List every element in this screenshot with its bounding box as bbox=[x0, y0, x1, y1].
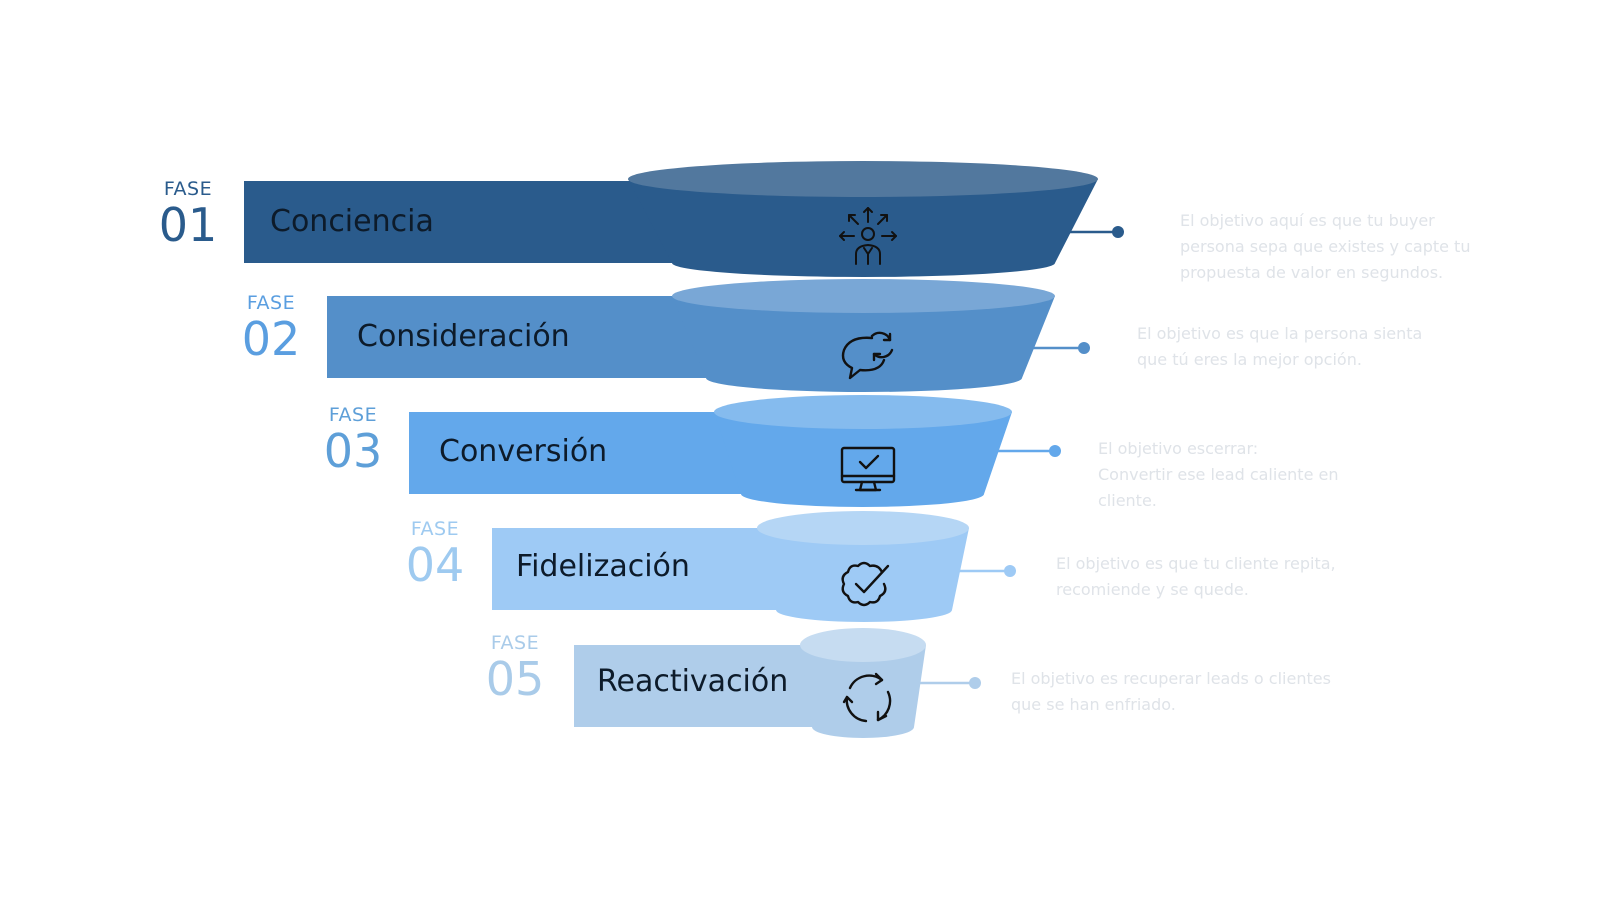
stage-description-5: El objetivo es recuperar leads o cliente… bbox=[1011, 669, 1331, 714]
funnel-top bbox=[714, 395, 1012, 429]
connector-dot bbox=[969, 677, 981, 689]
monitor-check-icon bbox=[840, 446, 896, 492]
funnel-top bbox=[757, 511, 969, 545]
funnel-stage-2 bbox=[327, 279, 1090, 392]
phase-label-5: FASE 05 bbox=[470, 632, 560, 704]
stage-description-2: El objetivo es que la persona sienta que… bbox=[1137, 324, 1423, 369]
funnel-body bbox=[672, 296, 1055, 392]
stage-description-1: El objetivo aquí es que tu buyer persona… bbox=[1180, 211, 1471, 282]
phase-number: 02 bbox=[241, 312, 301, 366]
phase-word: FASE bbox=[490, 632, 540, 654]
phase-word: FASE bbox=[328, 404, 378, 426]
funnel-body bbox=[714, 412, 1012, 507]
stage-title-1: Conciencia bbox=[270, 204, 434, 239]
phase-word: FASE bbox=[163, 178, 213, 200]
phase-number: 04 bbox=[405, 538, 465, 592]
connector-dot bbox=[1004, 565, 1016, 577]
funnel-top bbox=[628, 161, 1098, 197]
phase-word: FASE bbox=[410, 518, 460, 540]
phase-number: 05 bbox=[485, 652, 545, 706]
phase-number: 01 bbox=[158, 198, 218, 252]
cycle-arrows-icon bbox=[842, 672, 892, 723]
funnel-body bbox=[757, 528, 969, 622]
connector-dot bbox=[1112, 226, 1124, 238]
funnel-stage-3 bbox=[409, 395, 1061, 507]
connector-dot bbox=[1078, 342, 1090, 354]
funnel-stage-1 bbox=[244, 161, 1124, 277]
phase-label-2: FASE 02 bbox=[226, 292, 316, 364]
person-arrows-icon bbox=[839, 207, 897, 265]
funnel-stage-4 bbox=[492, 511, 1016, 622]
phase-label-4: FASE 04 bbox=[390, 518, 480, 590]
stage-title-4: Fidelización bbox=[516, 549, 690, 584]
funnel-body bbox=[800, 645, 926, 738]
chat-refresh-icon bbox=[841, 331, 894, 380]
stage-title-5: Reactivación bbox=[597, 664, 789, 699]
phase-number: 03 bbox=[323, 424, 383, 478]
funnel-body bbox=[628, 179, 1098, 277]
funnel-top bbox=[800, 628, 926, 662]
phase-label-1: FASE 01 bbox=[143, 178, 233, 250]
stage-title-3: Conversión bbox=[439, 434, 608, 469]
stage-title-2: Consideración bbox=[357, 319, 570, 354]
phase-label-3: FASE 03 bbox=[308, 404, 398, 476]
stage-description-4: El objetivo es que tu cliente repita, re… bbox=[1056, 554, 1336, 599]
funnel-top bbox=[672, 279, 1055, 313]
phase-word: FASE bbox=[246, 292, 296, 314]
connector-dot bbox=[1049, 445, 1061, 457]
stage-description-3: El objetivo escerrar: Convertir ese lead… bbox=[1098, 439, 1339, 510]
badge-check-icon bbox=[841, 561, 890, 607]
funnel-stage-5 bbox=[574, 628, 981, 738]
